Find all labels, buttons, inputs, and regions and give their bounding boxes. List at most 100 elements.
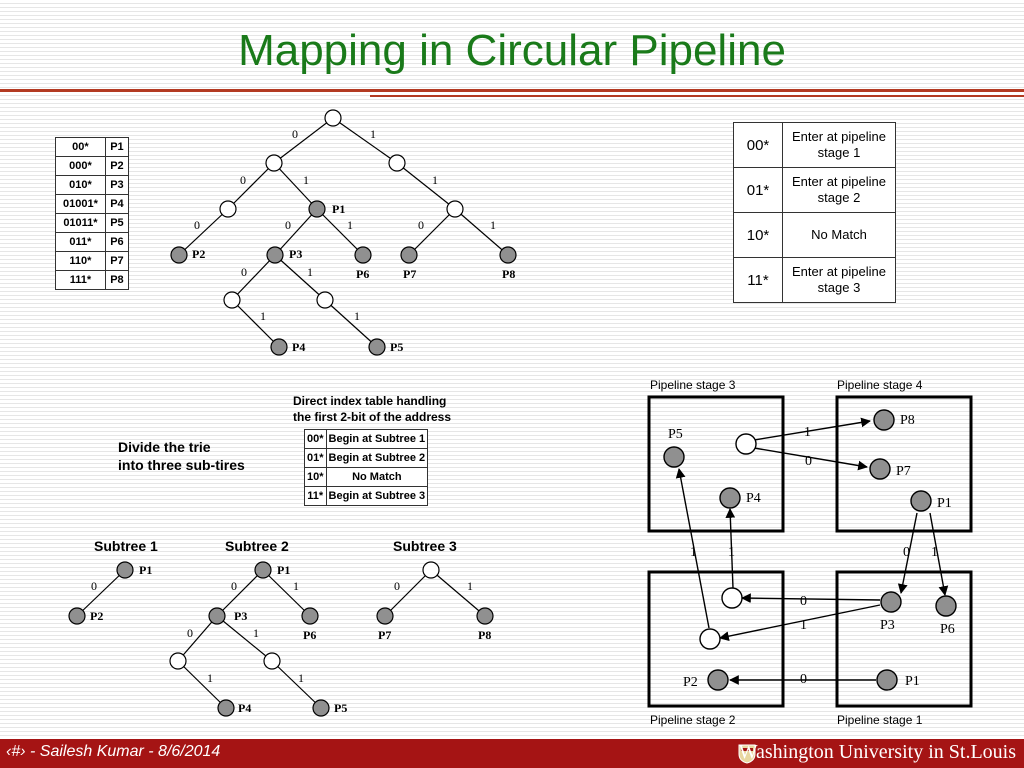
- divide-text-line1: Divide the trie: [118, 439, 211, 455]
- stage2-label: Pipeline stage 2: [650, 713, 736, 727]
- subtree1-edge-label: 0: [91, 579, 97, 593]
- subtree2-edge-label: 1: [298, 671, 304, 685]
- pipe-node-p4: [719, 487, 741, 509]
- pipe-label-p8: P8: [900, 413, 915, 428]
- subtree2-label-p6: P6: [303, 628, 316, 642]
- pipe-edge-label: 0: [805, 454, 812, 469]
- stage2-box: [647, 570, 785, 708]
- subtree3-node-p7: [376, 607, 394, 625]
- subtree3-node: [422, 561, 440, 579]
- index-table-cell: 11*: [304, 486, 327, 506]
- subtree2-label-p1: P1: [277, 563, 290, 577]
- trie-edge: [231, 254, 276, 301]
- entry-table-cell: 10*: [733, 212, 783, 258]
- pipe-label-p1-stage4: P1: [937, 496, 952, 511]
- entry-table-cell: 11*: [733, 257, 783, 303]
- footer-bar: ‹#› - Sailesh Kumar - 8/6/2014 Washingto…: [0, 739, 1024, 768]
- entry-table-cell: Enter at pipeline stage 2: [782, 167, 896, 213]
- entry-table-cell: Enter at pipeline stage 3: [782, 257, 896, 303]
- pipe-label-p7: P7: [896, 464, 911, 479]
- stage3-label: Pipeline stage 3: [650, 378, 736, 392]
- subtree2-node-p5: [312, 699, 330, 717]
- trie-node-p7: [400, 246, 418, 264]
- trie-node-p1: [308, 200, 326, 218]
- entry-table-cell: 01*: [733, 167, 783, 213]
- pipe-node-p5: [663, 446, 685, 468]
- trie-edge-label: 0: [194, 218, 200, 232]
- title-rule-top: [0, 89, 1024, 92]
- subtree2-node-p1: [254, 561, 272, 579]
- prefix-table-row: 111*P8: [55, 270, 130, 290]
- entry-table-row: 00*Enter at pipeline stage 1: [733, 122, 896, 168]
- trie-node: [219, 200, 237, 218]
- pipe-edge-label: 1: [690, 545, 697, 560]
- trie-edge-label: 0: [285, 218, 291, 232]
- subtree1-label-p1: P1: [139, 563, 152, 577]
- subtree1-label-p2: P2: [90, 609, 103, 623]
- trie-node: [446, 200, 464, 218]
- pipe-node-p7: [869, 458, 891, 480]
- subtree2-edge-label: 1: [293, 579, 299, 593]
- university-name: Washington University in St.Louis: [738, 741, 1016, 763]
- index-table-cell: Begin at Subtree 3: [325, 486, 429, 506]
- trie-node: [388, 154, 406, 172]
- trie-label-p5: P5: [390, 340, 403, 354]
- index-table-row: 00*Begin at Subtree 1: [304, 429, 429, 449]
- pipe-node-p1-stage4: [910, 490, 932, 512]
- index-table-row: 11*Begin at Subtree 3: [304, 486, 429, 506]
- prefix-table-cell: P3: [104, 175, 130, 195]
- subtree2-edge-label: 0: [231, 579, 237, 593]
- stage1-box: [835, 570, 973, 708]
- subtree3-node-p8: [476, 607, 494, 625]
- trie-edge: [324, 299, 378, 348]
- pipe-edge-label: 1: [931, 545, 938, 560]
- trie-node-p8: [499, 246, 517, 264]
- subtree2-edge-label: 1: [207, 671, 213, 685]
- prefix-table-cell: P8: [104, 270, 130, 290]
- subtree2-node-p4: [217, 699, 235, 717]
- trie-node: [324, 109, 342, 127]
- pipe-arrow: [753, 447, 868, 471]
- trie-edge: [227, 162, 275, 210]
- shield-icon: [738, 744, 756, 764]
- prefix-table-row: 011*P6: [55, 232, 130, 252]
- prefix-table-cell: 00*: [55, 137, 106, 157]
- subtree2-node-p3: [208, 607, 226, 625]
- pipe-node-p1-stage1: [876, 669, 898, 691]
- trie-edge-label: 1: [260, 309, 266, 323]
- prefix-table-cell: P1: [104, 137, 130, 157]
- pipe-label-p5: P5: [668, 427, 683, 442]
- index-table-cell: 00*: [304, 429, 327, 449]
- pipe-node: [735, 433, 757, 455]
- trie-edge: [274, 254, 326, 301]
- entry-table-row: 11*Enter at pipeline stage 3: [733, 257, 896, 303]
- pipe-label-p6: P6: [940, 622, 955, 637]
- trie-edge: [332, 117, 398, 164]
- trie-label-p6: P6: [356, 267, 369, 281]
- trie-label-p7: P7: [403, 267, 416, 281]
- trie-edge-label: 0: [240, 173, 246, 187]
- pipe-label-p1-stage1: P1: [905, 674, 920, 689]
- index-table-caption-1: Direct index table handling: [293, 394, 447, 408]
- trie-edge: [454, 208, 509, 256]
- pipe-arrow: [675, 468, 710, 629]
- prefix-table-row: 01001*P4: [55, 194, 130, 214]
- subtree3-label-p7: P7: [378, 628, 391, 642]
- index-table-caption-2: the first 2-bit of the address: [293, 410, 452, 424]
- entry-table-row: 10*No Match: [733, 212, 896, 258]
- subtree2-label-p5: P5: [334, 701, 347, 715]
- pipe-node-p6: [935, 595, 957, 617]
- title-rule-bottom: [370, 95, 1024, 97]
- divide-text-line2: into three sub-tires: [118, 457, 245, 473]
- trie-edge: [274, 208, 318, 256]
- entry-table-row: 01*Enter at pipeline stage 2: [733, 167, 896, 213]
- trie-edge-label: 1: [354, 309, 360, 323]
- trie-node: [265, 154, 283, 172]
- entry-table-cell: No Match: [782, 212, 896, 258]
- footer-text: ‹#› - Sailesh Kumar - 8/6/2014: [6, 743, 221, 760]
- index-table-cell: Begin at Subtree 1: [325, 429, 429, 449]
- trie-edge-label: 1: [307, 265, 313, 279]
- trie-label-p1: P1: [332, 202, 345, 216]
- trie-node: [316, 291, 334, 309]
